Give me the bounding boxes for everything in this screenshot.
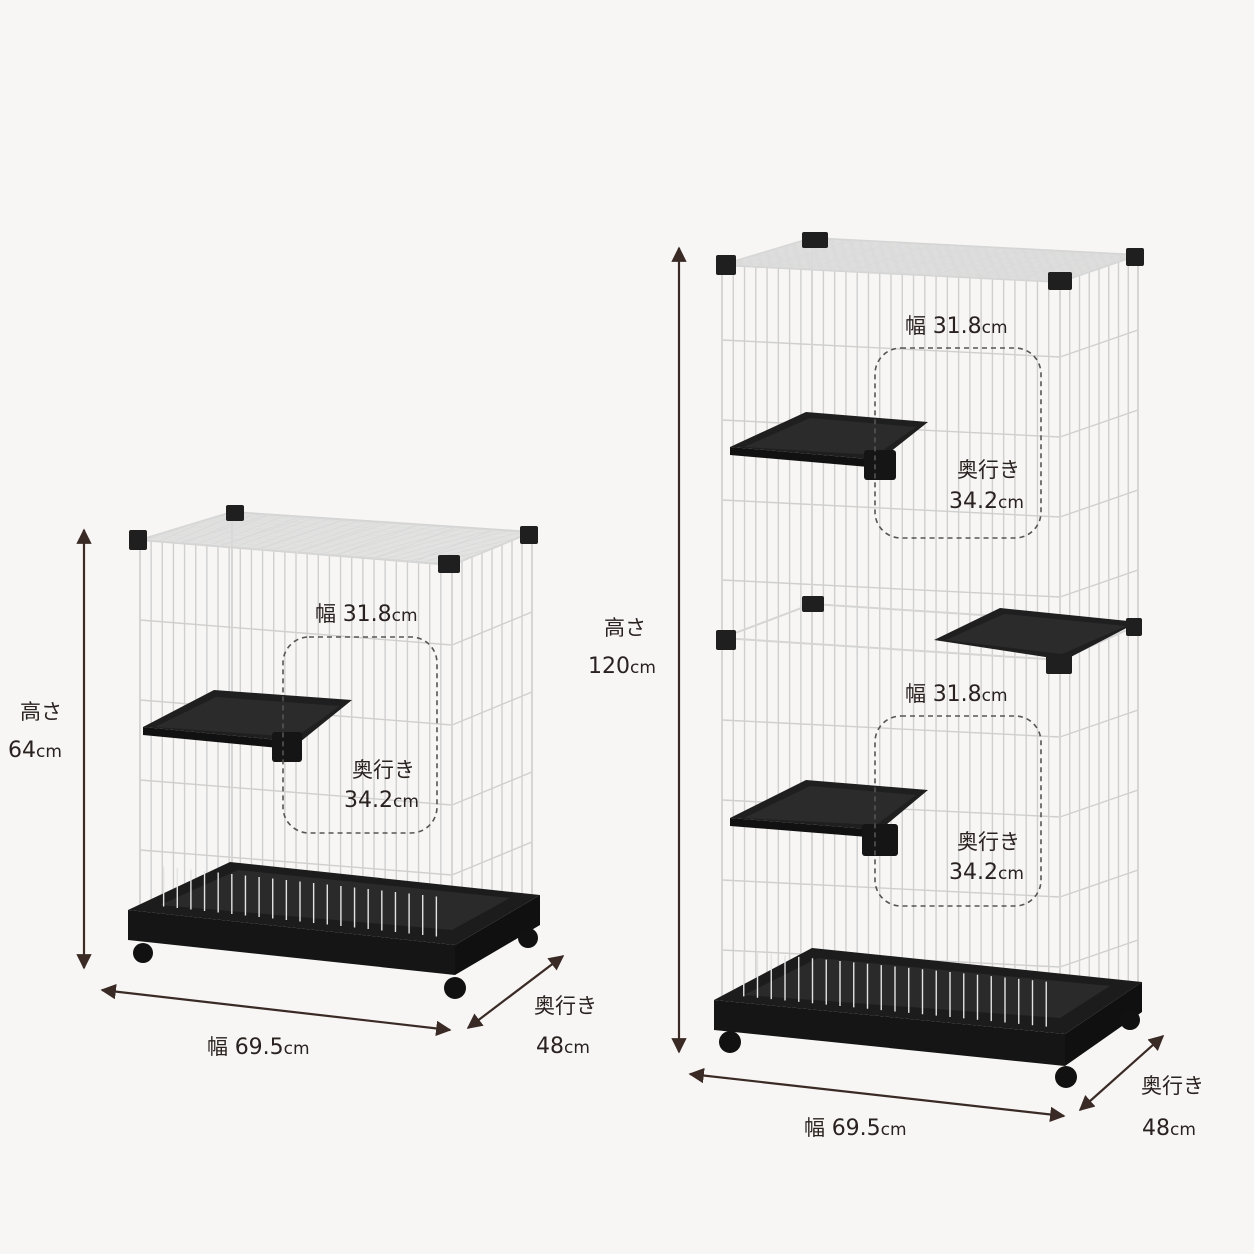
tall-height-value: 120cm [588,656,656,678]
small-depth-label: 奥行き [534,994,597,1018]
tall-lower-shelf-width: 幅 31.8cm [905,684,1008,706]
small-shelf-depth-label: 奥行き [352,758,415,782]
width-label: 幅 [804,1116,825,1140]
unit-text: cm [880,1120,907,1140]
small-corner-cap [438,555,460,573]
tall-corner-cap [1126,618,1142,636]
tall-lower-shelf-depth-value: 34.2cm [949,862,1024,884]
tall-corner-cap [1126,248,1144,266]
shelf-width-number: 31.8 [932,682,982,707]
tall-width-arrow [688,1067,1066,1123]
tall-lower-shelf-dimension-box [874,715,1042,907]
tall-depth-label: 奥行き [1141,1074,1204,1098]
shelf-width-label: 幅 [905,682,926,706]
shelf-depth-number: 34.2 [949,489,998,514]
depth-number: 48 [536,1034,564,1059]
tall-height-label: 高さ [604,616,646,640]
small-shelf-depth-value: 34.2cm [344,790,419,812]
tall-depth-value: 48cm [1142,1118,1196,1140]
small-height-label: 高さ [20,700,62,724]
small-height-number: 64 [8,738,36,763]
small-corner-cap [226,505,244,521]
small-cage-base-tray [128,862,540,999]
tall-corner-cap [802,232,828,248]
tall-upper-shelf-dimension-box [874,347,1042,539]
tall-height-number: 120 [588,654,630,679]
shelf-width-label: 幅 [315,602,336,626]
width-number: 69.5 [831,1116,881,1141]
shelf-width-label: 幅 [905,314,926,338]
tall-upper-shelf-depth-value: 34.2cm [949,491,1024,513]
unit-text: cm [564,1038,590,1058]
unit-text: cm [1170,1120,1196,1140]
tall-upper-shelf-width: 幅 31.8cm [905,316,1008,338]
unit-text: cm [997,493,1024,513]
unit-text: cm [630,658,656,678]
small-depth-arrow [466,955,565,1029]
small-shelf-dimension-box [282,636,438,834]
unit-text: cm [36,742,62,762]
shelf-depth-number: 34.2 [344,788,393,813]
tall-corner-cap [716,255,736,275]
tall-depth-arrow [1078,1034,1165,1112]
unit-text: cm [981,318,1008,338]
unit-text: cm [391,606,418,626]
tall-corner-cap [802,596,824,612]
small-width-arrow [100,983,452,1037]
small-corner-cap [520,526,538,544]
tall-corner-cap [716,630,736,650]
tall-cage-base-tray [714,948,1142,1088]
tall-width-dimension: 幅 69.5cm [804,1118,907,1140]
unit-text: cm [283,1039,310,1059]
tall-cage-shelf-lower [730,780,928,856]
small-cage [76,505,565,1037]
width-label: 幅 [207,1035,228,1059]
tall-cage-shelf-middle [934,608,1138,660]
depth-number: 48 [1142,1116,1170,1141]
unit-text: cm [392,792,419,812]
small-height-value: 64cm [8,740,62,762]
unit-text: cm [997,864,1024,884]
small-depth-value: 48cm [536,1036,590,1058]
unit-text: cm [981,686,1008,706]
width-number: 69.5 [234,1035,284,1060]
shelf-width-number: 31.8 [932,314,982,339]
tall-corner-cap [1048,272,1072,290]
tall-cage-shelf-upper [730,412,928,480]
small-shelf-width: 幅 31.8cm [315,604,418,626]
tall-upper-shelf-depth-label: 奥行き [957,458,1020,482]
small-corner-cap [129,530,147,550]
small-width-dimension: 幅 69.5cm [207,1037,310,1059]
small-cage-shelf [143,690,352,762]
tall-lower-shelf-depth-label: 奥行き [957,830,1020,854]
shelf-depth-number: 34.2 [949,860,998,885]
tall-cage [671,232,1165,1123]
shelf-width-number: 31.8 [342,602,392,627]
